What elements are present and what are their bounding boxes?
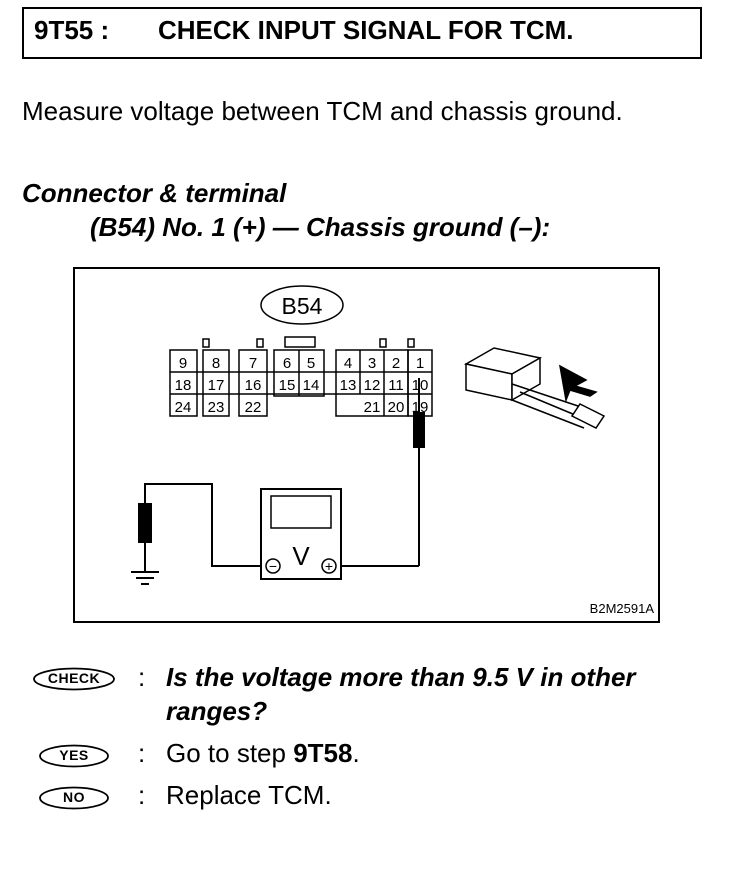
meter-symbol: V <box>292 541 310 571</box>
pin-label: 14 <box>303 377 320 394</box>
pin-label: 13 <box>340 377 357 394</box>
pin-label: 12 <box>364 377 381 394</box>
check-badge: CHECK <box>32 667 116 691</box>
pin-label: 6 <box>283 355 291 372</box>
no-badge: NO <box>32 786 116 810</box>
pin-label: 15 <box>279 377 296 394</box>
figure-code: B2M2591A <box>590 601 655 616</box>
pin-label: 2 <box>392 355 400 372</box>
pin-label: 17 <box>208 377 225 394</box>
no-action: Replace TCM. <box>166 780 332 810</box>
yes-suffix: . <box>352 738 360 768</box>
pin-label: 8 <box>212 355 220 372</box>
yes-action: Go to step 9T58. <box>166 738 360 769</box>
pin-label: 1 <box>416 355 424 372</box>
no-badge-label: NO <box>63 789 85 805</box>
pin-label: 16 <box>245 377 262 394</box>
voltmeter: V − + <box>260 488 342 580</box>
yes-colon: : <box>138 738 146 768</box>
minus-sign: − <box>269 558 277 574</box>
pin-label: 5 <box>307 355 315 372</box>
negative-lead <box>138 483 263 572</box>
pin-label: 4 <box>344 355 352 372</box>
pin-label: 11 <box>388 377 404 394</box>
yes-step-link[interactable]: 9T58 <box>293 738 353 768</box>
instruction-text: Measure voltage between TCM and chassis … <box>22 96 623 126</box>
connector-heading: Connector & terminal <box>22 178 287 208</box>
plus-sign: + <box>325 558 333 574</box>
connector-illustration <box>463 347 606 429</box>
connector-pins: 9 8 7 6 5 4 3 2 1 18 17 16 15 14 13 12 1… <box>175 355 429 416</box>
pin-label: 23 <box>208 399 225 416</box>
ground-icon <box>131 571 159 585</box>
step-title: CHECK INPUT SIGNAL FOR TCM. <box>158 15 574 45</box>
positive-probe <box>337 378 425 567</box>
connector-b54 <box>169 336 433 417</box>
title-box: 9T55 : CHECK INPUT SIGNAL FOR TCM. <box>22 7 702 59</box>
pin-label: 20 <box>388 399 405 416</box>
check-badge-label: CHECK <box>47 670 101 686</box>
pin-label: 9 <box>179 355 187 372</box>
connector-terminals: (B54) No. 1 (+) — Chassis ground (–): <box>90 212 551 242</box>
connector-label-ellipse <box>260 285 344 325</box>
pin-label: 7 <box>249 355 257 372</box>
pin-label: 22 <box>245 399 262 416</box>
no-colon: : <box>138 780 146 810</box>
check-colon: : <box>138 662 146 692</box>
check-question: Is the voltage more than 9.5 V in other … <box>166 662 636 726</box>
pin-label: 24 <box>175 399 192 416</box>
yes-prefix: Go to step <box>166 738 294 768</box>
pin-label: 18 <box>175 377 192 394</box>
figure-frame <box>73 267 660 623</box>
connector-label: B54 <box>282 293 323 319</box>
pin-label: 21 <box>364 399 381 416</box>
pin-label: 3 <box>368 355 376 372</box>
positive-terminal <box>321 558 337 574</box>
meter-display <box>270 495 332 529</box>
yes-badge-label: YES <box>59 747 89 763</box>
step-code: 9T55 : <box>34 15 110 45</box>
negative-terminal <box>265 558 281 574</box>
yes-badge: YES <box>32 744 116 768</box>
